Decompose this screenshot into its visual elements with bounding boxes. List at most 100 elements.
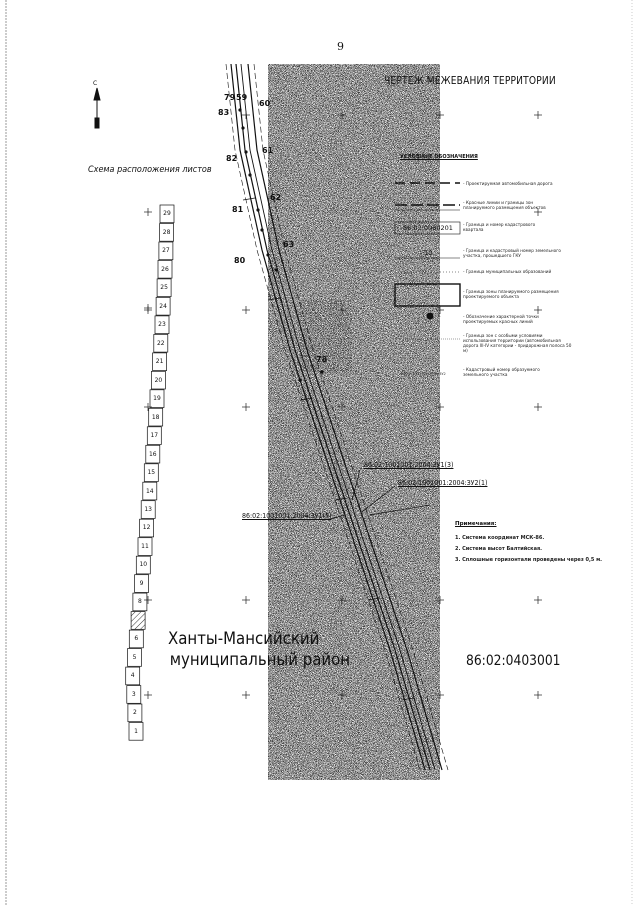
grid-crosses xyxy=(144,111,542,699)
sheet-box xyxy=(130,611,146,630)
sheet-box xyxy=(155,297,171,316)
sheet-box xyxy=(127,703,143,723)
legend-graphics xyxy=(394,182,461,340)
region-label-line2: муниципальный район xyxy=(169,650,351,670)
sheet-number: 26 xyxy=(161,265,169,273)
legend-item: - Обозначение характерной точки проектир… xyxy=(463,314,539,324)
sheet-number: 2 xyxy=(132,709,137,717)
sheet-number: 20 xyxy=(154,376,163,384)
sheet-number: 19 xyxy=(153,395,161,403)
sheet-number: 16 xyxy=(148,450,157,458)
point-label: 83 xyxy=(218,108,230,117)
legend-item: - Красные линии и границы зон планируемо… xyxy=(463,200,546,210)
sheet-box xyxy=(128,629,144,649)
sheet-number: 13 xyxy=(144,506,152,513)
sheet-box xyxy=(151,370,166,390)
scheme-title: Схема расположения листов xyxy=(88,165,212,175)
cadastral-label: 86:02:1001001:2004:ЗУ2(1) xyxy=(398,479,488,487)
sheet-number: 6 xyxy=(134,635,139,643)
sheet-box xyxy=(148,407,164,427)
point-label: 80 xyxy=(234,256,246,265)
note-item: 2. Система высот Балтийская. xyxy=(455,546,543,552)
sheet-number: 29 xyxy=(163,210,171,218)
north-arrow-label: С xyxy=(93,80,98,87)
sheet-number: 10 xyxy=(139,561,148,569)
region-label-line1: Ханты-Мансийский xyxy=(168,629,320,649)
sheet-number: 22 xyxy=(156,339,165,347)
sheet-number: 4 xyxy=(130,672,135,680)
region-label: Ханты-Мансийский муниципальный район xyxy=(168,629,350,671)
point-label: 82 xyxy=(226,154,238,163)
cadastral-label: 86:02:1001001:2004:ЗУ1(3) xyxy=(364,461,454,469)
legend-item: - Проектируемая автомобильная дорога xyxy=(463,181,553,186)
sheet-number: 27 xyxy=(162,247,170,255)
sheet-number: 1 xyxy=(134,727,138,735)
sheet-box xyxy=(158,241,174,261)
sheet-number: 28 xyxy=(162,228,171,236)
point-label: 78 xyxy=(316,355,328,364)
point-label: 61 xyxy=(262,146,274,155)
sheet-box xyxy=(145,444,161,464)
sheet-number: 9 xyxy=(139,579,144,587)
sheet-scheme xyxy=(125,204,175,741)
characteristic-points xyxy=(238,108,324,382)
sheet-box xyxy=(159,204,175,224)
sheet-box xyxy=(132,592,148,612)
note-item: 1. Система координат МСК-86. xyxy=(455,535,545,541)
north-arrow xyxy=(93,87,101,129)
sheet-box xyxy=(128,722,144,741)
sheet-number: 17 xyxy=(150,432,159,439)
legend-item: - Граница зон с особыми условиями исполь… xyxy=(463,333,572,353)
sheet-box xyxy=(127,648,142,667)
sheet-box xyxy=(146,426,162,445)
point-label: 81 xyxy=(232,205,244,214)
sheet-box xyxy=(149,389,165,408)
sheet-number: 18 xyxy=(151,413,160,421)
legend-new-parcel-code: 86:02:1001001:2004:ЗУ2 xyxy=(401,372,446,376)
point-label: 79 xyxy=(224,93,236,102)
sheet-box xyxy=(142,481,158,501)
sheet-box xyxy=(143,463,159,482)
point-label: 60 xyxy=(259,99,271,108)
sheet-number: 21 xyxy=(155,358,164,366)
legend-item: - Граница зоны планируемого размещения п… xyxy=(463,289,559,299)
sheet-number: 5 xyxy=(132,653,137,661)
sheet-box xyxy=(139,518,154,538)
point-label: 59 xyxy=(236,93,248,102)
point-label: 63 xyxy=(283,240,295,249)
legend-quarter-code: 86:03:0080201 xyxy=(403,224,453,232)
sheet-number: 3 xyxy=(131,690,136,698)
sheet-box xyxy=(157,260,173,279)
legend-point-label: 1 xyxy=(437,312,441,319)
sheet-box xyxy=(152,352,167,371)
sheet-number: 23 xyxy=(158,321,166,329)
terrain-speckle xyxy=(268,64,440,780)
sheet-box xyxy=(140,500,156,519)
drawing-title: ЧЕРТЕЖ МЕЖЕВАНИЯ ТЕРРИТОРИИ xyxy=(384,74,556,87)
sheet-box xyxy=(159,223,174,242)
sheet-box xyxy=(153,334,169,353)
notes-heading: Примечания: xyxy=(455,521,497,527)
sheet-number: 25 xyxy=(160,284,168,292)
sheet-box xyxy=(154,315,170,334)
sheet-box xyxy=(134,574,149,593)
legend-item: - Кадастровый номер образуемого земельно… xyxy=(463,367,540,377)
point-label: 62 xyxy=(270,193,282,202)
legend-parcel-code: :10 xyxy=(422,249,433,257)
sheet-number: 14 xyxy=(145,487,154,495)
road-corridor xyxy=(225,63,449,771)
legend-item: - Граница и кадастровый номер земельного… xyxy=(463,248,561,258)
cadastral-quarter-label: 86:02:0403001 xyxy=(466,653,561,669)
sheet-number: 15 xyxy=(147,469,156,476)
sheet-box xyxy=(156,278,172,297)
sheet-box xyxy=(125,666,141,686)
leader-lines xyxy=(329,469,431,520)
legend-item: - Граница и номер кадастрового квартала xyxy=(463,222,536,232)
sheet-number: 12 xyxy=(142,524,151,532)
page-number: 9 xyxy=(337,40,344,53)
sheet-number: 8 xyxy=(137,598,142,606)
sheet-box xyxy=(137,537,153,556)
sheet-number: 11 xyxy=(141,542,149,550)
